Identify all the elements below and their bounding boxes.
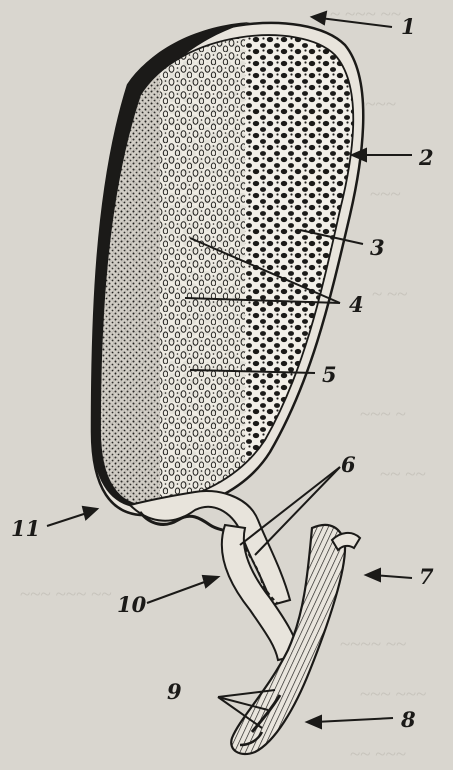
svg-text:~~~ ~: ~~~ ~: [360, 404, 406, 425]
label-6: 6: [341, 452, 356, 477]
label-7: 7: [419, 564, 434, 589]
label-9: 9: [167, 679, 182, 704]
label-10: 10: [117, 592, 147, 617]
label-11: 11: [11, 516, 40, 541]
label-8: 8: [400, 707, 416, 732]
svg-text:~~~~ ~~: ~~~~ ~~: [340, 634, 406, 655]
label-5: 5: [322, 362, 337, 387]
label-4: 4: [349, 292, 364, 317]
svg-text:~~~: ~~~: [370, 184, 401, 205]
label-2: 2: [418, 145, 434, 170]
svg-text:~ ~~: ~ ~~: [372, 284, 408, 305]
label-1: 1: [401, 14, 416, 39]
svg-text:~~ ~~: ~~ ~~: [380, 464, 426, 485]
gallbladder-neck: [130, 491, 290, 605]
label-3: 3: [370, 235, 385, 260]
svg-text:~~~ ~~~ ~~: ~~~ ~~~ ~~: [20, 584, 112, 605]
svg-text:~~~ ~~~: ~~~ ~~~: [360, 684, 426, 705]
svg-text:~ ~~~ ~~: ~ ~~~ ~~: [330, 4, 401, 25]
svg-text:~~ ~~~: ~~ ~~~: [350, 744, 406, 765]
